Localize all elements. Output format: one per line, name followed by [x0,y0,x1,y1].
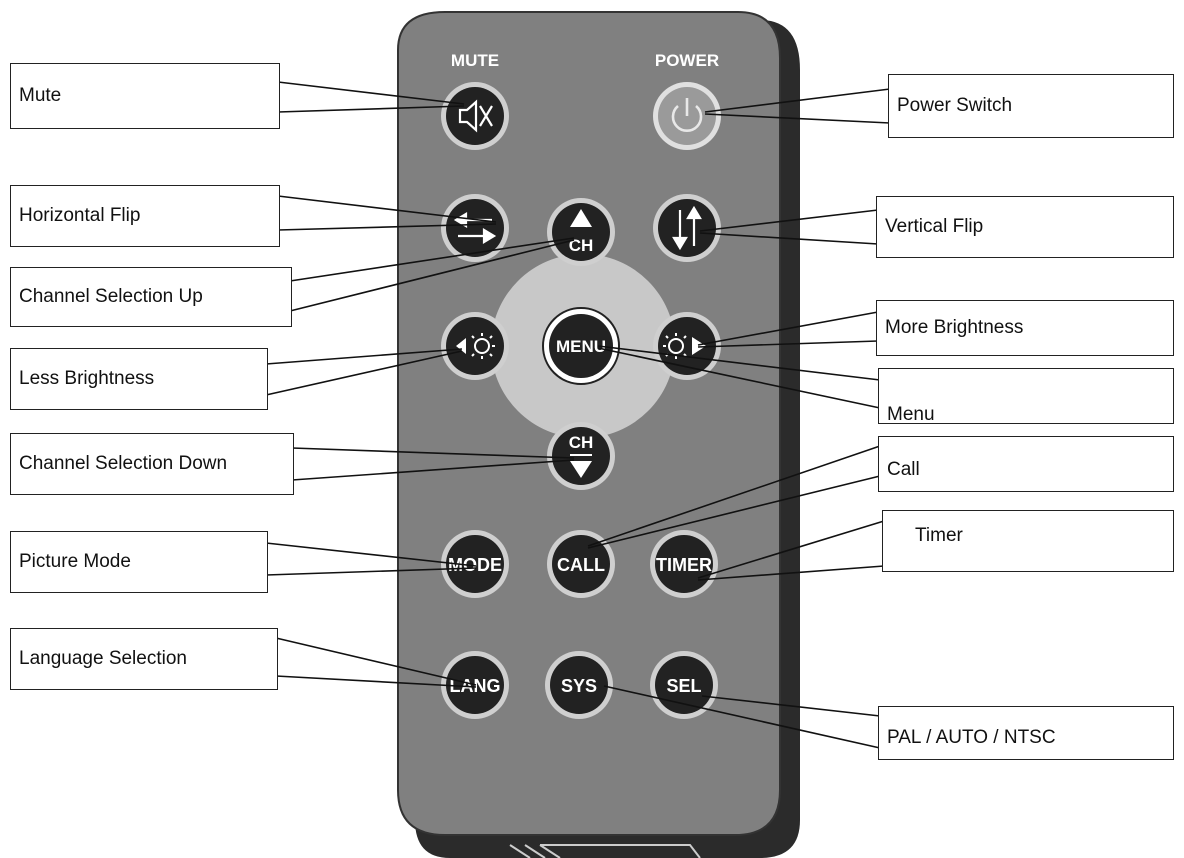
channel-up-button[interactable]: CH [547,198,615,266]
call-label: CALL [557,555,605,575]
leader-menu-a [597,345,881,381]
callout-mute-text: Mute [19,85,62,106]
brightness-up-icon [663,333,706,359]
leader-lang-a [275,637,477,686]
leader-timer-b [697,565,885,581]
leader-chup-a [289,237,575,282]
power-icon [671,98,703,133]
sel-button[interactable]: SEL [650,651,718,719]
sel-label: SEL [666,676,701,696]
leader-sys [603,685,881,749]
callout-menu: Menu [878,368,1174,425]
timer-button[interactable]: TIMER [650,530,718,598]
leader-lessbright-b [265,350,463,396]
callout-picture-mode: Picture Mode [10,531,268,593]
leader-chdown-a [291,447,575,459]
callout-timer: Timer [882,510,1174,572]
callout-language-selection-text: Language Selection [19,648,187,669]
mode-label: MODE [448,555,502,575]
callout-call: Call [878,436,1174,492]
mode-button[interactable]: MODE [441,530,509,598]
leader-morebright-a [697,311,879,346]
down-triangle-icon [570,461,592,478]
leader-sel [701,695,881,717]
callout-less-brightness: Less Brightness [10,348,268,410]
sys-button[interactable]: SYS [545,651,613,719]
less-brightness-button[interactable] [441,312,509,380]
leader-call-a [587,445,881,547]
vertical-flip-button[interactable] [653,194,721,262]
callout-menu-text: Menu [887,404,935,425]
leader-lessbright-a [265,348,463,365]
leader-morebright-b [697,340,879,348]
callout-power-switch-text: Power Switch [897,95,1013,116]
callout-channel-down-text: Channel Selection Down [19,453,228,474]
leader-vflip-b [699,232,879,245]
up-triangle-icon [570,209,592,227]
callout-channel-up: Channel Selection Up [10,267,292,327]
callout-picture-mode-text: Picture Mode [19,551,131,572]
leader-chdown-b [291,459,575,481]
callout-horizontal-flip-text: Horizontal Flip [19,205,141,226]
callout-timer-text: Timer [915,525,963,546]
mute-top-label: MUTE [451,51,499,70]
vertical-arrows-icon [672,205,702,251]
channel-down-label: CH [569,433,594,452]
callout-call-text: Call [887,459,920,480]
leader-timer-a [697,520,885,579]
battery-slot [509,844,701,858]
callout-more-brightness: More Brightness [876,300,1174,356]
mute-speaker-icon [458,99,493,133]
callout-power-switch: Power Switch [888,74,1174,138]
callout-vertical-flip-text: Vertical Flip [885,216,984,237]
sys-label: SYS [561,676,597,696]
brightness-down-icon [456,333,495,359]
callout-language-selection: Language Selection [10,628,278,690]
power-button[interactable] [653,82,721,150]
channel-up-label: CH [569,236,594,255]
callout-mute: Mute [10,63,280,129]
leader-power-a [704,88,891,113]
leader-hflip-a [277,195,497,223]
callout-channel-down: Channel Selection Down [10,433,294,495]
callout-channel-up-text: Channel Selection Up [19,286,203,307]
horizontal-flip-button[interactable] [441,194,509,262]
callout-vertical-flip: Vertical Flip [876,196,1174,258]
power-top-label: POWER [655,51,719,70]
timer-label: TIMER [656,555,712,575]
leader-vflip-a [699,209,879,232]
leader-power-b [704,113,891,124]
callout-more-brightness-text: More Brightness [885,317,1024,338]
leader-mute-b [277,105,465,113]
leader-lang-b [275,675,477,688]
leader-call-b [587,475,881,549]
leader-lines [265,81,891,749]
mute-button[interactable] [441,82,509,150]
leader-chup-b [289,239,575,312]
leader-hflip-b [277,223,497,231]
callout-pal-auto-ntsc: PAL / AUTO / NTSC [878,706,1174,760]
leader-mute-a [277,81,465,105]
callout-horizontal-flip: Horizontal Flip [10,185,280,247]
channel-down-button[interactable]: CH [547,422,615,490]
call-button[interactable]: CALL [547,530,615,598]
menu-button[interactable]: MENU [542,307,620,385]
callout-less-brightness-text: Less Brightness [19,368,155,389]
callout-pal-auto-ntsc-text: PAL / AUTO / NTSC [887,727,1056,748]
leader-mode-a [265,542,477,567]
leader-mode-b [265,567,477,576]
menu-label: MENU [556,337,606,356]
leader-menu-b [597,347,881,409]
